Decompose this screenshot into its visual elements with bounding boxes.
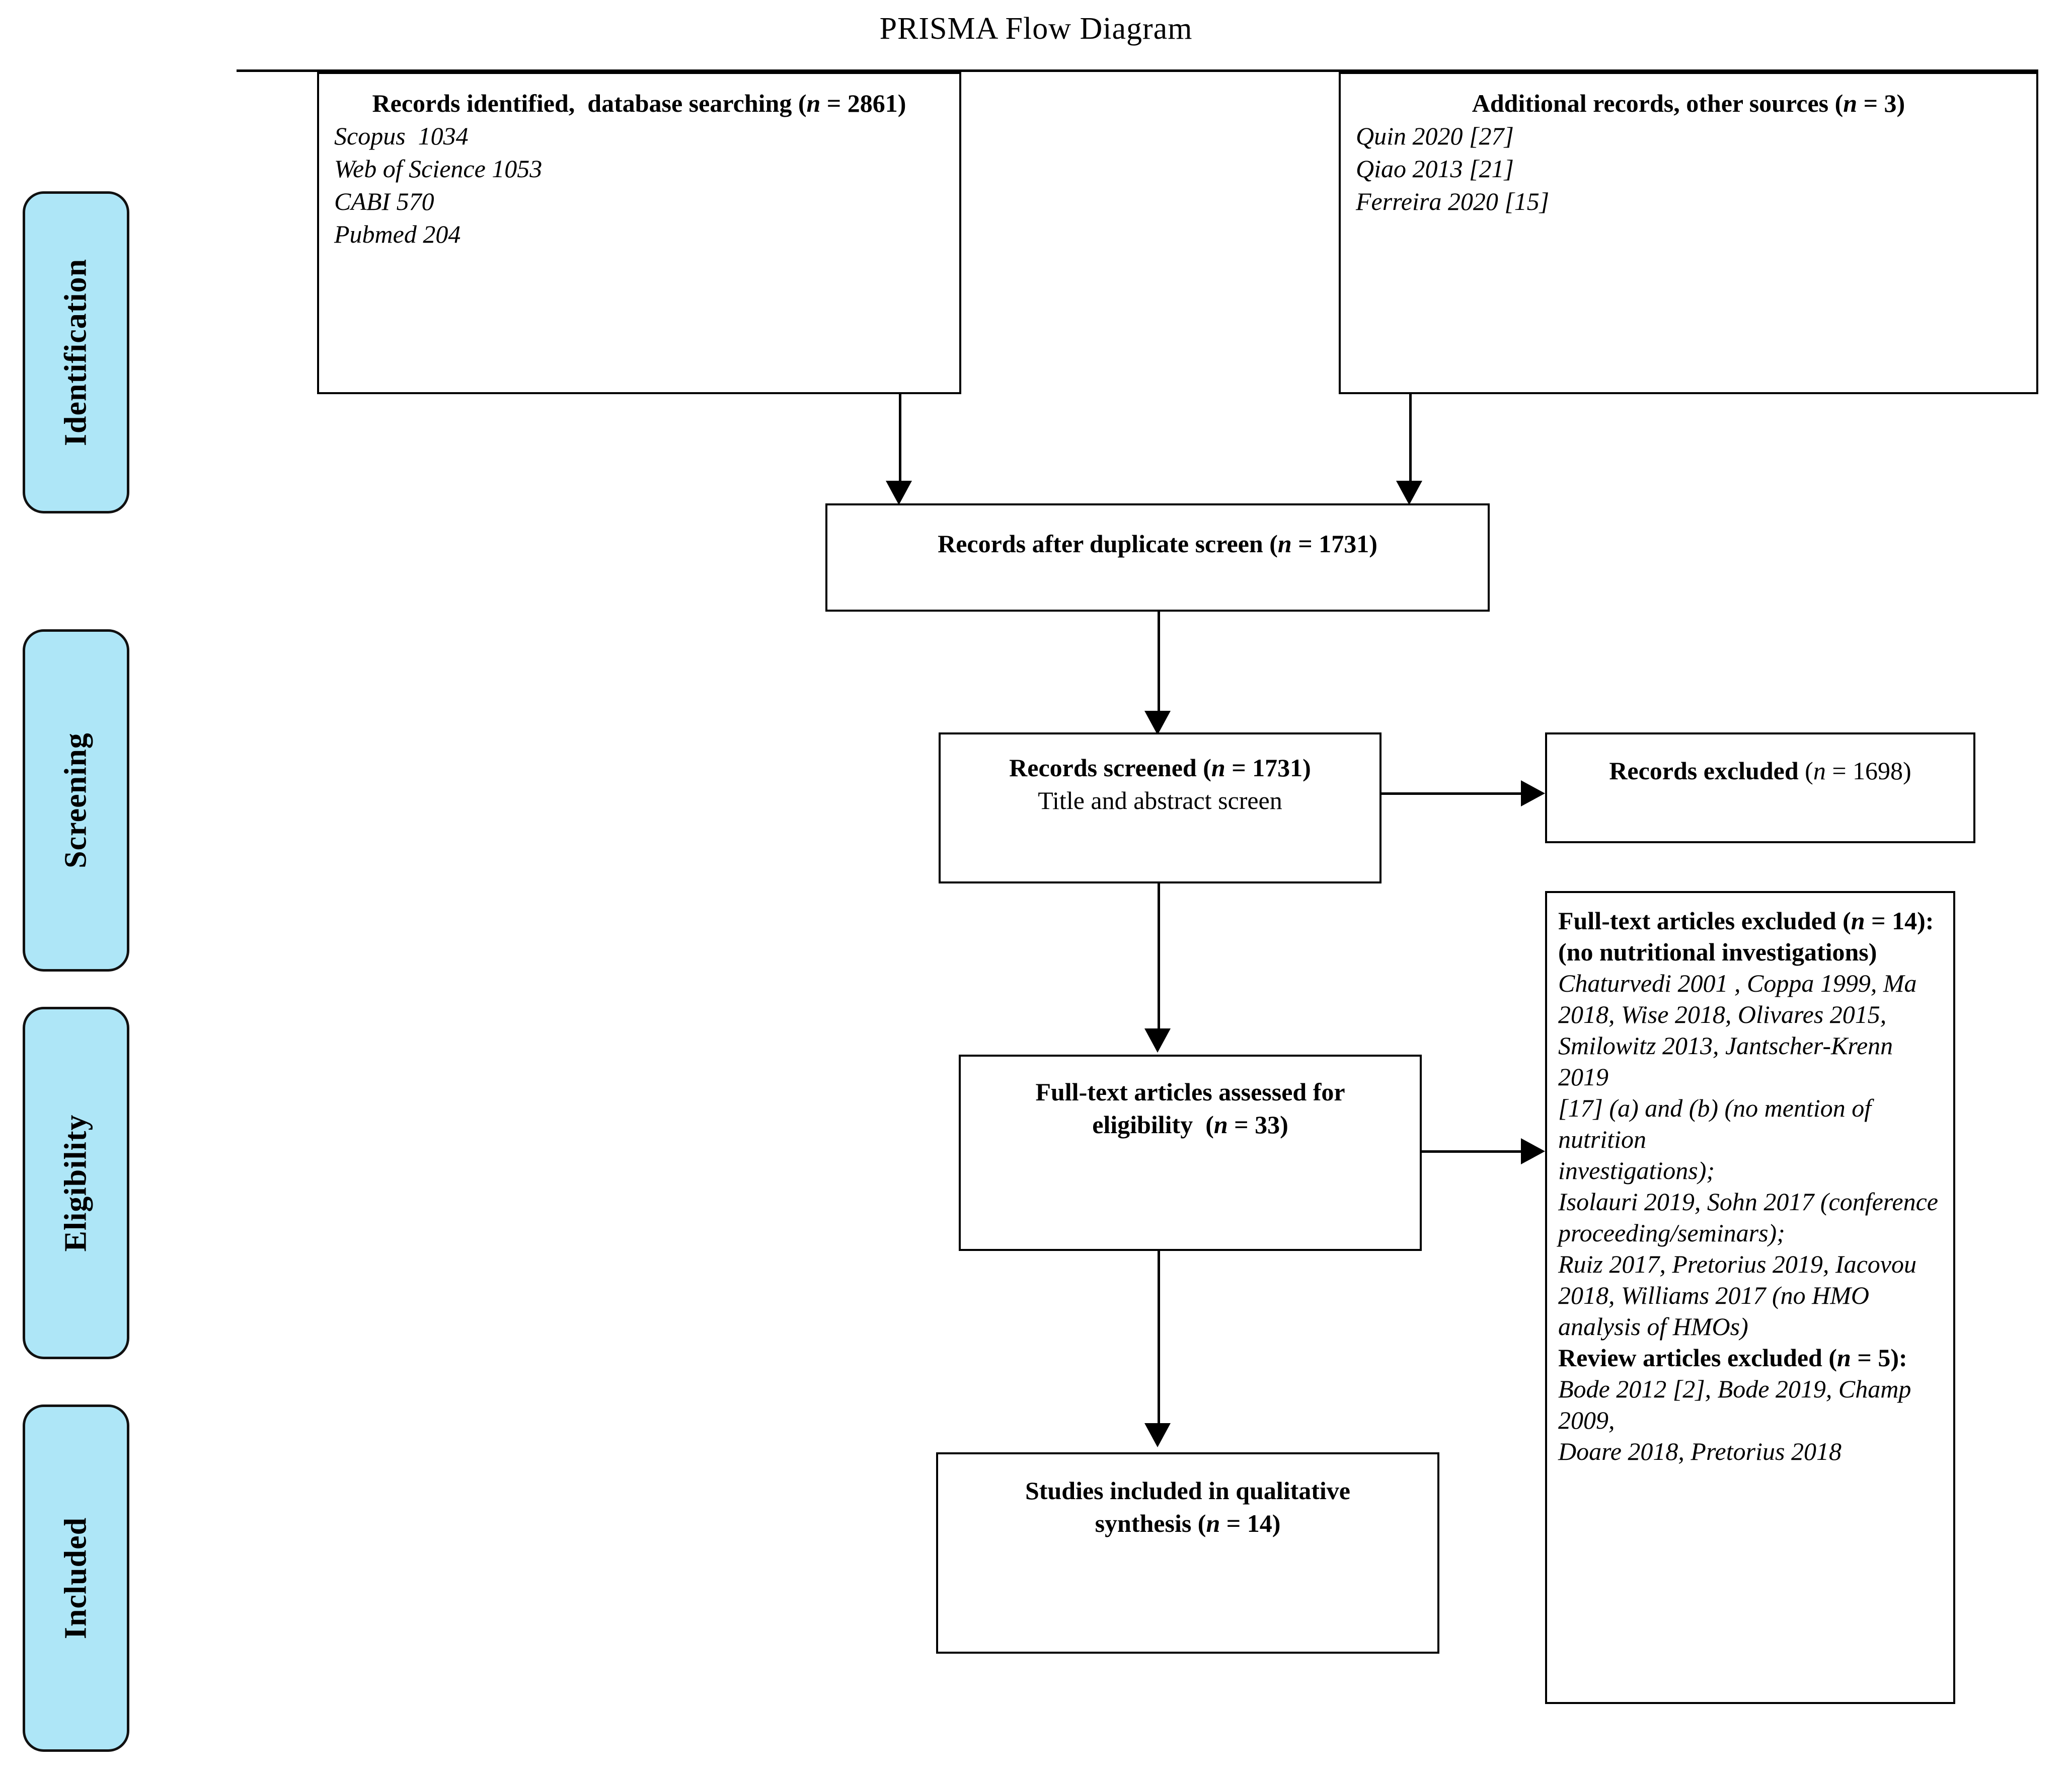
header-divider	[237, 69, 2038, 72]
phase-tab-screening: Screening	[23, 629, 129, 972]
excluded-ref-line: Smilowitz 2013, Jantscher-Krenn 2019	[1558, 1031, 1899, 1091]
excluded-ref-line: proceeding/seminars);	[1558, 1219, 1785, 1247]
arrowhead-identified-to-duplicates	[886, 481, 912, 505]
records-identified-header: Records identified, database searching (…	[372, 89, 906, 117]
source-line: CABI 570	[334, 187, 434, 215]
additional-records-header: Additional records, other sources (n = 3…	[1472, 89, 1905, 117]
connector-identified-to-duplicates	[899, 394, 901, 485]
box-records-after-duplicates: Records after duplicate screen (n = 1731…	[825, 503, 1490, 612]
source-line: Scopus 1034	[334, 122, 469, 150]
box-records-screened: Records screened (n = 1731) Title and ab…	[939, 732, 1382, 883]
fulltext-assessed-line1: Full-text articles assessed for	[1035, 1078, 1345, 1106]
fulltext-assessed-line2: eligibility (n = 33)	[1092, 1111, 1288, 1139]
fulltext-excluded-header: Full-text articles excluded (n = 14):	[1558, 907, 1934, 935]
box-fulltext-excluded: Full-text articles excluded (n = 14): (n…	[1545, 891, 1955, 1704]
records-screened-subline: Title and abstract screen	[1038, 786, 1282, 815]
phase-tab-included: Included	[23, 1404, 129, 1752]
connector-fulltext-to-included	[1158, 1251, 1160, 1430]
box-additional-records: Additional records, other sources (n = 3…	[1339, 72, 2038, 394]
excluded-ref-line: Ruiz 2017, Pretorius 2019, Iacovou	[1558, 1250, 1916, 1278]
records-after-duplicates-header: Records after duplicate screen (n = 1731…	[938, 530, 1377, 558]
box-records-identified: Records identified, database searching (…	[317, 72, 961, 394]
arrowhead-screened-to-fulltext	[1144, 1028, 1171, 1053]
excluded-ref-line: 2018, Williams 2017 (no HMO	[1558, 1281, 1870, 1309]
source-line: Qiao 2013 [21]	[1356, 155, 1514, 183]
arrowhead-duplicates-to-screened	[1144, 711, 1171, 735]
source-line: Quin 2020 [27]	[1356, 122, 1514, 150]
box-fulltext-assessed: Full-text articles assessed for eligibil…	[959, 1055, 1422, 1251]
arrowhead-screened-to-excluded	[1521, 780, 1545, 806]
review-ref-line: Bode 2012 [2], Bode 2019, Champ 2009,	[1558, 1375, 1917, 1434]
source-line: Web of Science 1053	[334, 155, 543, 183]
excluded-ref-line: Chaturvedi 2001 , Coppa 1999, Ma	[1558, 969, 1917, 997]
fulltext-excluded-subheader: (no nutritional investigations)	[1558, 938, 1877, 966]
arrowhead-fulltext-to-excluded	[1521, 1138, 1545, 1164]
excluded-ref-line: 2018, Wise 2018, Olivares 2015,	[1558, 1000, 1887, 1028]
connector-additional-to-duplicates	[1409, 394, 1412, 485]
excluded-ref-line: [17] (a) and (b) (no mention of nutritio…	[1558, 1094, 1878, 1153]
source-line: Pubmed 204	[334, 220, 461, 248]
review-ref-line: Doare 2018, Pretorius 2018	[1558, 1437, 1841, 1465]
arrowhead-fulltext-to-included	[1144, 1423, 1171, 1447]
excluded-ref-line: Isolauri 2019, Sohn 2017 (conference	[1558, 1188, 1938, 1216]
page-title: PRISMA Flow Diagram	[879, 12, 1193, 46]
phase-label-identification: Identification	[58, 258, 93, 447]
phase-label-screening: Screening	[58, 732, 93, 868]
box-studies-included: Studies included in qualitative synthesi…	[936, 1452, 1439, 1654]
box-records-excluded: Records excluded (n = 1698)	[1545, 732, 1975, 843]
phase-tab-eligibility: Eligibility	[23, 1007, 129, 1359]
connector-duplicates-to-screened	[1158, 612, 1160, 717]
excluded-ref-line: analysis of HMOs)	[1558, 1312, 1748, 1341]
studies-included-line2: synthesis (n = 14)	[1095, 1509, 1281, 1537]
phase-tab-identification: Identification	[23, 191, 129, 513]
studies-included-line1: Studies included in qualitative	[1025, 1476, 1350, 1505]
phase-label-eligibility: Eligibility	[58, 1114, 93, 1252]
phase-label-included: Included	[58, 1517, 93, 1640]
connector-screened-to-excluded	[1382, 792, 1527, 795]
arrowhead-additional-to-duplicates	[1396, 481, 1422, 505]
review-excluded-header: Review articles excluded (n = 5):	[1558, 1344, 1907, 1372]
records-screened-header: Records screened (n = 1731)	[1009, 754, 1311, 782]
connector-screened-to-fulltext	[1158, 883, 1160, 1034]
connector-fulltext-to-excluded	[1422, 1150, 1527, 1153]
records-excluded-header: Records excluded (n = 1698)	[1609, 757, 1911, 785]
excluded-ref-line: investigations);	[1558, 1156, 1715, 1185]
source-line: Ferreira 2020 [15]	[1356, 187, 1550, 215]
